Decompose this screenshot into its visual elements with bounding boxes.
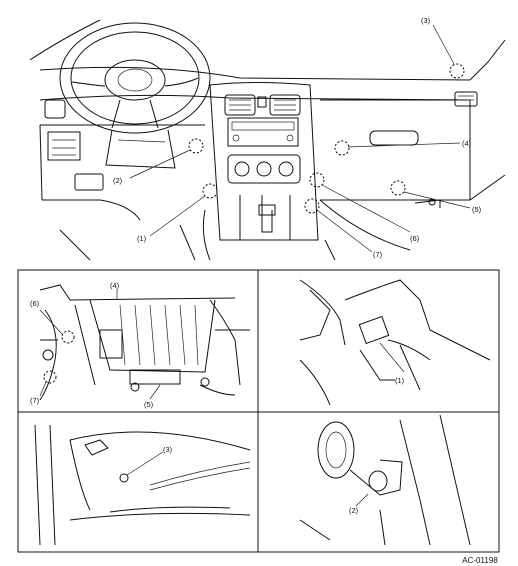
callout-5-marker [390, 180, 406, 196]
callout-label-6: (6) [410, 234, 420, 243]
callout-label-2: (2) [113, 176, 123, 185]
callout-label-5-detail: (5) [144, 400, 154, 409]
detail-panels-frame [17, 269, 500, 553]
callout-label-1-detail: (1) [395, 376, 405, 385]
detail-panel-sensor-2: (2) [299, 414, 471, 546]
callout-label-4-detail: (4) [110, 281, 120, 290]
callout-3-marker [449, 63, 465, 79]
callout-label-3-detail: (3) [163, 445, 173, 454]
callout-label-7-detail: (7) [30, 396, 40, 405]
callout-1-marker [202, 183, 218, 199]
callout-4-marker [334, 140, 350, 156]
callout-label-1: (1) [137, 234, 147, 243]
callout-7-marker [304, 198, 320, 214]
center-console [209, 82, 319, 241]
callout-6-marker [309, 172, 325, 188]
detail-panel-hvac-unit: (4) (5) (6) (7) [30, 281, 250, 409]
callout-label-7: (7) [373, 250, 383, 259]
detail-panel-sensor-1: (1) [299, 279, 491, 406]
detail-panel-sensor-3: (3) [34, 424, 251, 546]
figure-code: AC-01198 [462, 556, 498, 565]
callout-label-3: (3) [421, 16, 431, 25]
callout-label-4: (4) [462, 139, 472, 148]
dashboard-overview: (2) (1) (3) (4) (5) (6) (7) [29, 16, 506, 261]
callout-label-6-detail: (6) [30, 299, 40, 308]
callout-2-marker [188, 138, 204, 154]
callout-label-2-detail: (2) [349, 506, 359, 515]
steering-wheel [59, 22, 211, 134]
callout-label-5: (5) [472, 205, 482, 214]
